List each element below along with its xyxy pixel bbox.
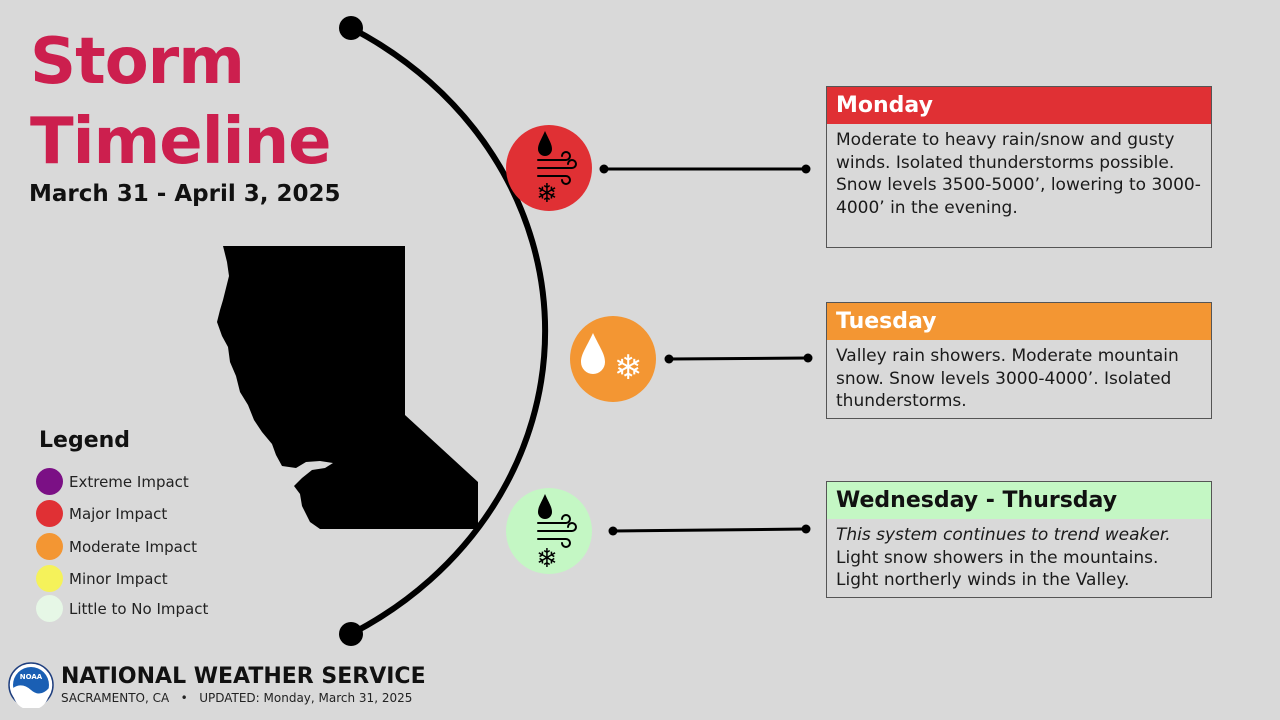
- date-range: March 31 - April 3, 2025: [29, 181, 341, 207]
- legend-dot-minor: [36, 565, 63, 592]
- connector-wednesday: [608, 524, 811, 536]
- page-title: Storm Timeline: [30, 22, 332, 182]
- legend-label-minor: Minor Impact: [69, 570, 168, 588]
- panel-monday: Monday Moderate to heavy rain/snow and g…: [826, 86, 1212, 248]
- legend-dot-major: [36, 500, 63, 527]
- footer-separator: •: [173, 691, 196, 705]
- legend-label-major: Major Impact: [69, 505, 168, 523]
- rain-drop-icon: [538, 494, 552, 519]
- node-tuesday: ❄: [570, 316, 656, 402]
- legend-dot-little: [36, 595, 63, 622]
- svg-text:NOAA: NOAA: [20, 673, 43, 681]
- snowflake-icon: ❄: [614, 348, 643, 388]
- footer-location: SACRAMENTO, CA: [61, 691, 170, 705]
- timeline-end-dot: [339, 622, 363, 646]
- connector-tuesday: [664, 353, 813, 364]
- footer-organization: NATIONAL WEATHER SERVICE: [61, 664, 426, 689]
- footer-updated: UPDATED: Monday, March 31, 2025: [199, 691, 413, 705]
- panel-wednesday-thursday-title: Wednesday - Thursday: [827, 482, 1211, 519]
- panel-monday-title: Monday: [827, 87, 1211, 124]
- node-monday: ❄: [506, 125, 592, 211]
- legend-label-extreme: Extreme Impact: [69, 473, 189, 491]
- title-line-2: Timeline: [30, 105, 332, 179]
- legend-label-moderate: Moderate Impact: [69, 538, 197, 556]
- timeline-start-dot: [339, 16, 363, 40]
- legend-title: Legend: [39, 428, 131, 453]
- legend-dot-moderate: [36, 533, 63, 560]
- timeline-arc: [349, 25, 549, 637]
- rain-drop-icon: [581, 333, 605, 374]
- panel-tuesday-text: Valley rain showers. Moderate mountain s…: [836, 346, 1179, 411]
- panel-wednesday-thursday: Wednesday - Thursday This system continu…: [826, 481, 1212, 598]
- snowflake-icon: ❄: [536, 544, 558, 574]
- rain-drop-icon: [538, 131, 552, 156]
- panel-tuesday: Tuesday Valley rain showers. Moderate mo…: [826, 302, 1212, 419]
- panel-monday-text: Moderate to heavy rain/snow and gusty wi…: [836, 130, 1201, 218]
- wind-icon: [537, 151, 577, 185]
- footer-subtitle: SACRAMENTO, CA • UPDATED: Monday, March …: [61, 691, 412, 705]
- panel-wednesday-thursday-rest: Light snow showers in the mountains. Lig…: [836, 547, 1159, 591]
- snowflake-icon: ❄: [536, 179, 558, 209]
- title-line-1: Storm: [30, 25, 245, 99]
- connector-monday: [599, 164, 811, 174]
- california-map: [217, 246, 478, 529]
- node-wednesday: ❄: [506, 488, 592, 574]
- panel-wednesday-thursday-italic: This system continues to trend weaker.: [836, 525, 1171, 545]
- legend-label-little: Little to No Impact: [69, 600, 209, 618]
- noaa-logo: NOAA: [8, 662, 54, 708]
- panel-tuesday-title: Tuesday: [827, 303, 1211, 340]
- wind-icon: [537, 514, 577, 548]
- panel-wednesday-thursday-text: This system continues to trend weaker. L…: [827, 519, 1211, 598]
- legend-dot-extreme: [36, 468, 63, 495]
